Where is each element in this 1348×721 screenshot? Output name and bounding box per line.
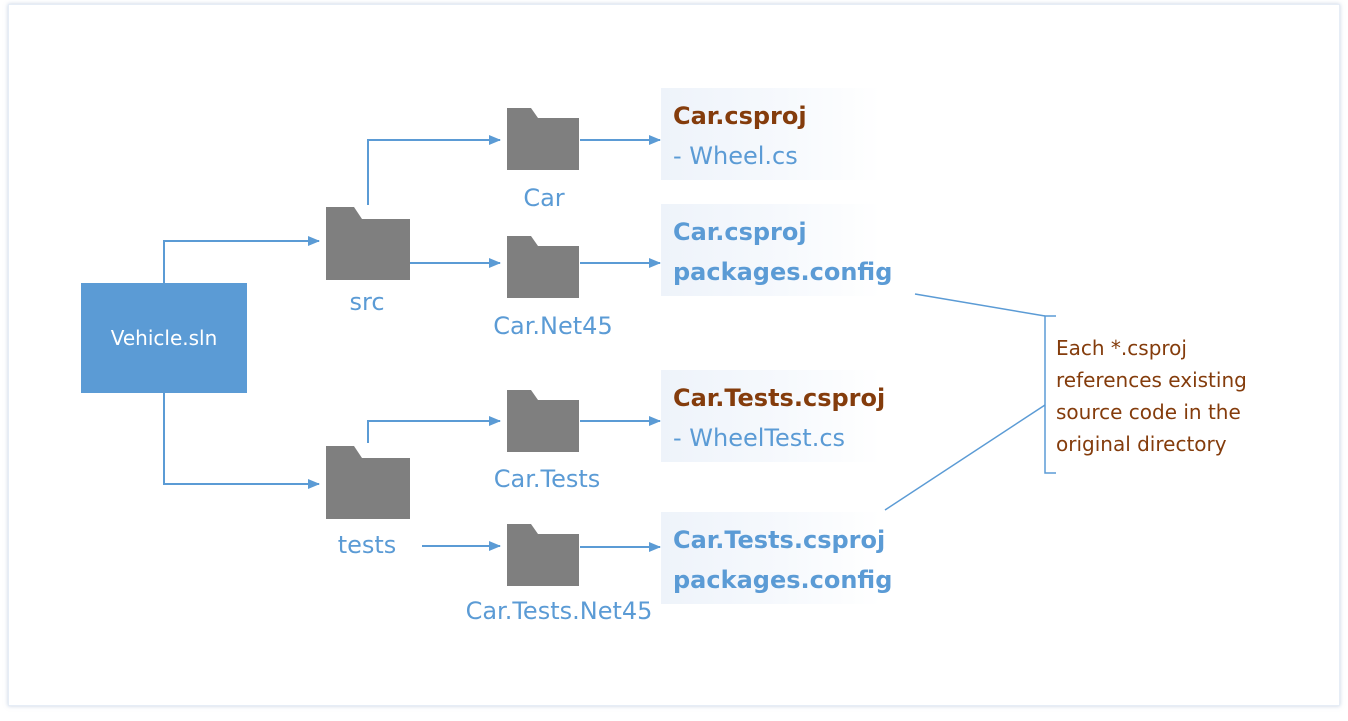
folder-car-tests-label: Car.Tests [493,465,601,493]
note-bracket [1044,315,1056,474]
project-title: Car.Tests.csproj [673,384,886,412]
project-item: packages.config [673,566,893,594]
folder-car-net45-label: Car.Net45 [493,312,613,340]
folder-car-tests-icon[interactable] [507,390,579,452]
project-item: - WheelTest.cs [673,424,846,452]
project-title: Car.csproj [673,102,807,130]
arrow-sln-src [163,236,320,283]
project-title: Car.csproj [673,218,807,246]
arrow-tests-cartests [367,416,501,443]
folder-src-label: src [349,288,385,316]
project-title: Car.Tests.csproj [673,526,886,554]
folder-car-icon[interactable] [507,108,579,170]
solution-box[interactable]: Vehicle.sln [81,283,247,393]
note-text: Each *.csproj references existing source… [1056,336,1247,456]
folder-car-tests-net45-icon[interactable] [507,524,579,586]
project-item: packages.config [673,258,893,286]
solution-label: Vehicle.sln [110,326,218,350]
folder-tests-icon[interactable] [326,446,410,519]
arrow-sln-tests [163,393,320,489]
callout-line-bottom [884,404,1046,511]
project-card-car-net45: Car.csproj packages.config [661,204,893,296]
project-card-car: Car.csproj - Wheel.cs [661,88,881,180]
project-card-car-tests-net45: Car.Tests.csproj packages.config [661,512,893,604]
project-item: - Wheel.cs [673,142,798,170]
folder-car-tests-net45-label: Car.Tests.Net45 [465,597,653,625]
folder-car-net45-icon[interactable] [507,236,579,298]
arrow-src-car [367,135,501,205]
callout-line-top [914,293,1046,317]
project-card-car-tests: Car.Tests.csproj - WheelTest.cs [661,370,886,462]
folder-src-icon[interactable] [326,207,410,280]
folder-car-label: Car [523,184,565,212]
folder-tests-label: tests [337,531,397,559]
